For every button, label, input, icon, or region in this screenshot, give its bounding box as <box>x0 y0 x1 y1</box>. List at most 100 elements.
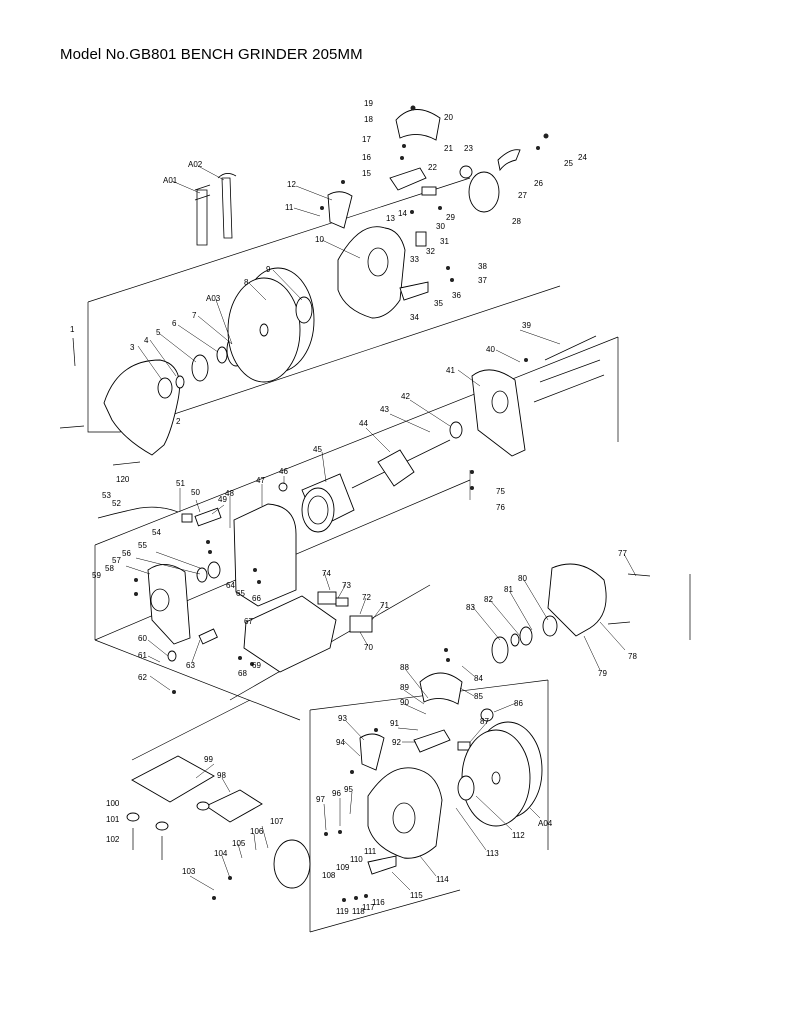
inner-guard-right <box>367 767 443 859</box>
label-A03: A03 <box>206 294 221 303</box>
label-77: 77 <box>618 549 627 558</box>
top-cover-right <box>419 672 463 705</box>
label-108: 108 <box>322 871 336 880</box>
page-title: Model No.GB801 BENCH GRINDER 205MM <box>60 46 363 63</box>
label-117: 117 <box>362 903 375 912</box>
label-90: 90 <box>400 698 409 707</box>
label-15: 15 <box>362 169 371 178</box>
label-49: 49 <box>218 495 227 504</box>
label-118: 118 <box>352 907 365 916</box>
label-A01: A01 <box>163 176 178 185</box>
knob <box>459 165 473 179</box>
mounting-plate <box>131 755 215 803</box>
collar <box>216 346 228 364</box>
mount-block <box>421 186 437 196</box>
label-104: 104 <box>214 849 228 858</box>
motor-end-housing-left <box>147 564 191 645</box>
label-82: 82 <box>484 595 493 604</box>
label-65: 65 <box>236 589 245 598</box>
label-106: 106 <box>250 827 264 836</box>
label-62: 62 <box>138 673 147 682</box>
label-A02: A02 <box>188 160 203 169</box>
knob-right <box>480 708 494 722</box>
capacitor-clamp <box>167 650 177 662</box>
label-105: 105 <box>232 839 246 848</box>
spark-bracket-right <box>413 729 451 753</box>
label-39: 39 <box>522 321 531 330</box>
label-22: 22 <box>428 163 437 172</box>
label-36: 36 <box>452 291 461 300</box>
label-18: 18 <box>364 115 373 124</box>
label-89: 89 <box>400 683 409 692</box>
label-42: 42 <box>401 392 410 401</box>
label-46: 46 <box>279 467 288 476</box>
wheel-guard-right <box>547 563 607 637</box>
label-96: 96 <box>332 789 341 798</box>
top-cover <box>395 109 441 141</box>
label-66: 66 <box>252 594 261 603</box>
label-48: 48 <box>225 489 234 498</box>
bracket-right <box>359 733 385 771</box>
label-3: 3 <box>130 343 135 352</box>
switch-box <box>349 615 373 633</box>
label-28: 28 <box>512 217 521 226</box>
label-57: 57 <box>112 556 121 565</box>
leader-lines <box>125 165 637 891</box>
label-14: 14 <box>398 209 407 218</box>
eye-shield-clamp <box>497 149 521 172</box>
label-94: 94 <box>336 738 345 747</box>
label-120: 120 <box>116 475 130 484</box>
label-73: 73 <box>342 581 351 590</box>
label-38: 38 <box>478 262 487 271</box>
eye-shield-right <box>273 839 311 889</box>
label-98: 98 <box>217 771 226 780</box>
label-20: 20 <box>444 113 453 122</box>
label-4: 4 <box>144 336 149 345</box>
tool-rest-left <box>399 281 429 301</box>
nut <box>175 375 185 389</box>
label-26: 26 <box>534 179 543 188</box>
right-wheel-flange <box>491 636 509 664</box>
label-27: 27 <box>518 191 527 200</box>
label-93: 93 <box>338 714 347 723</box>
spark-deflector <box>415 231 427 247</box>
label-8: 8 <box>244 278 249 287</box>
rotor-shaft <box>351 439 451 489</box>
label-40: 40 <box>486 345 495 354</box>
label-74: 74 <box>322 569 331 578</box>
power-cord <box>97 506 179 519</box>
label-52: 52 <box>112 499 121 508</box>
label-67: 67 <box>244 617 253 626</box>
inner-guard-left <box>337 226 406 319</box>
label-107: 107 <box>270 817 284 826</box>
label-31: 31 <box>440 237 449 246</box>
label-11: 11 <box>285 203 294 212</box>
screw-head <box>410 105 416 111</box>
label-6: 6 <box>172 319 177 328</box>
label-47: 47 <box>256 476 265 485</box>
label-78: 78 <box>628 652 637 661</box>
label-5: 5 <box>156 328 161 337</box>
motor-end-housing <box>471 369 526 457</box>
motor-housing <box>233 503 297 607</box>
eye-shield <box>468 171 500 213</box>
label-59: 59 <box>92 571 101 580</box>
rubber-foot-3 <box>196 801 210 811</box>
grinding-wheel-left <box>227 267 315 383</box>
label-60: 60 <box>138 634 147 643</box>
label-44: 44 <box>359 419 368 428</box>
label-70: 70 <box>364 643 373 652</box>
label-10: 10 <box>315 235 324 244</box>
flange <box>157 377 173 399</box>
label-87: 87 <box>480 717 489 726</box>
label-56: 56 <box>122 549 131 558</box>
label-113: 113 <box>486 849 499 858</box>
washer <box>191 354 209 382</box>
label-45: 45 <box>313 445 322 454</box>
label-58: 58 <box>105 564 114 573</box>
label-91: 91 <box>390 719 399 728</box>
label-83: 83 <box>466 603 475 612</box>
label-112: 112 <box>512 831 525 840</box>
label-53: 53 <box>102 491 111 500</box>
label-63: 63 <box>186 661 195 670</box>
